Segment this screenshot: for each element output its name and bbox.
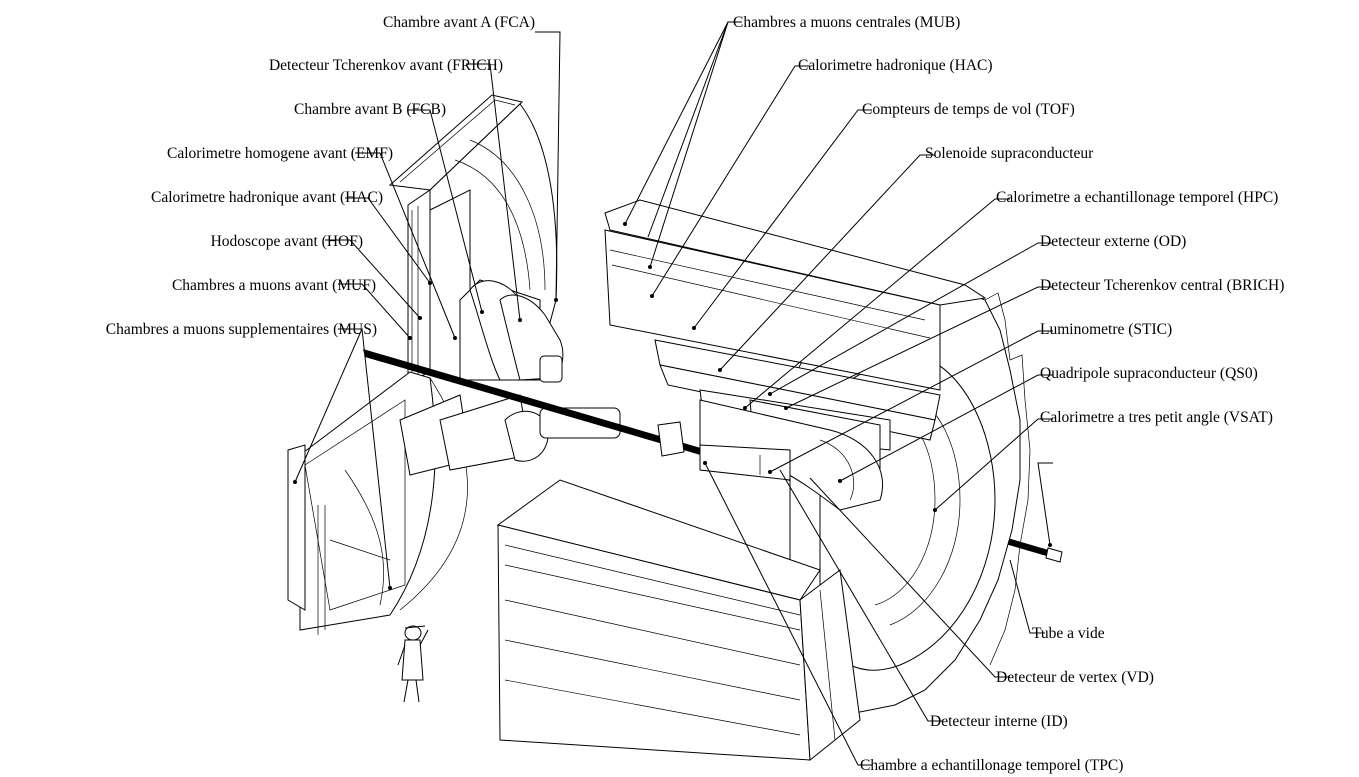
label-tof: Compteurs de temps de vol (TOF) [862,101,1075,118]
label-solenoid: Solenoide supraconducteur [925,145,1094,162]
leader-lines [293,21,1053,766]
label-muf: Chambres a muons avant (MUF) [172,277,376,294]
label-fca: Chambre avant A (FCA) [383,14,535,31]
label-hpc: Calorimetre a echantillonage temporel (H… [996,189,1278,206]
label-id: Detecteur interne (ID) [930,713,1068,730]
labels-bottom: Tube a vide Detecteur de vertex (VD) Det… [860,625,1154,774]
label-hac-forward: Calorimetre hadronique avant (HAC) [151,189,383,206]
detector-drawing [287,94,1063,761]
label-vd: Detecteur de vertex (VD) [996,669,1154,686]
label-hof: Hodoscope avant (HOF) [211,233,363,250]
forward-endcap [287,94,621,635]
human-figure-icon [397,625,429,703]
label-hac: Calorimetre hadronique (HAC) [798,57,993,74]
label-tpc: Chambre a echantillonage temporel (TPC) [860,757,1123,774]
label-emf: Calorimetre homogene avant (EMF) [167,145,393,162]
labels-left: Chambre avant A (FCA) Detecteur Tcherenk… [106,14,535,338]
label-brich: Detecteur Tcherenkov central (BRICH) [1040,277,1284,294]
label-vsat: Calorimetre a tres petit angle (VSAT) [1040,409,1273,426]
label-fcb: Chambre avant B (FCB) [294,101,446,118]
label-stic: Luminometre (STIC) [1040,321,1172,338]
label-mub: Chambres a muons centrales (MUB) [733,14,960,31]
label-od: Detecteur externe (OD) [1040,233,1186,250]
label-frich: Detecteur Tcherenkov avant (FRICH) [269,57,503,74]
label-tube-vide: Tube a vide [1032,625,1105,642]
label-mus: Chambres a muons supplementaires (MUS) [106,321,377,338]
label-qs0: Quadripole supraconducteur (QS0) [1040,365,1258,382]
labels-right: Chambres a muons centrales (MUB) Calorim… [733,14,1284,426]
barrel [496,199,1031,761]
